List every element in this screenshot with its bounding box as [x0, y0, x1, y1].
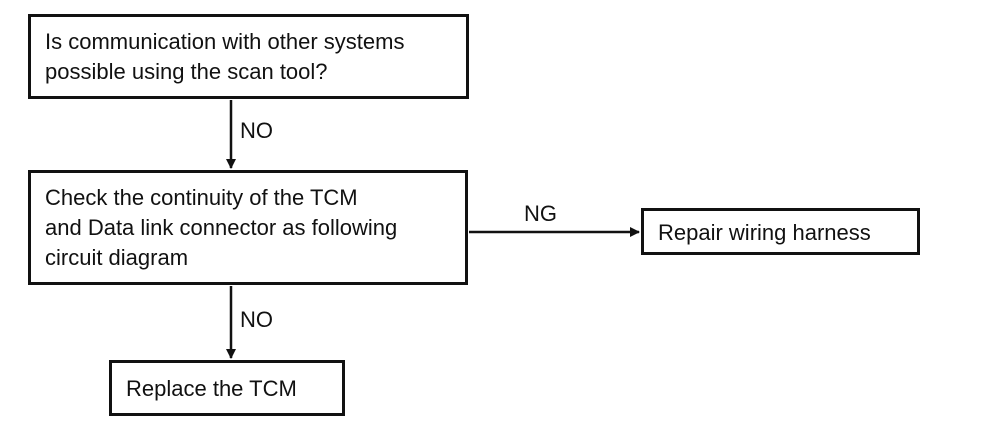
replace-tcm-box: Replace the TCM — [109, 360, 345, 416]
replace-line-1: Replace the TCM — [126, 376, 297, 401]
question-line-1: Is communication with other systems — [45, 29, 405, 54]
question-line-2: possible using the scan tool? — [45, 59, 328, 84]
check-line-1: Check the continuity of the TCM — [45, 185, 358, 210]
check-line-3: circuit diagram — [45, 245, 189, 270]
check-line-2: and Data link connector as following — [45, 215, 398, 240]
edge-label-no-check: NO — [240, 307, 273, 332]
check-continuity-box: Check the continuity of the TCM and Data… — [28, 170, 468, 285]
edge-label-ng: NG — [524, 201, 557, 226]
edge-label-no-question: NO — [240, 118, 273, 143]
repair-wiring-box: Repair wiring harness — [641, 208, 920, 255]
repair-line-1: Repair wiring harness — [658, 220, 871, 245]
question-box: Is communication with other systems poss… — [28, 14, 469, 99]
